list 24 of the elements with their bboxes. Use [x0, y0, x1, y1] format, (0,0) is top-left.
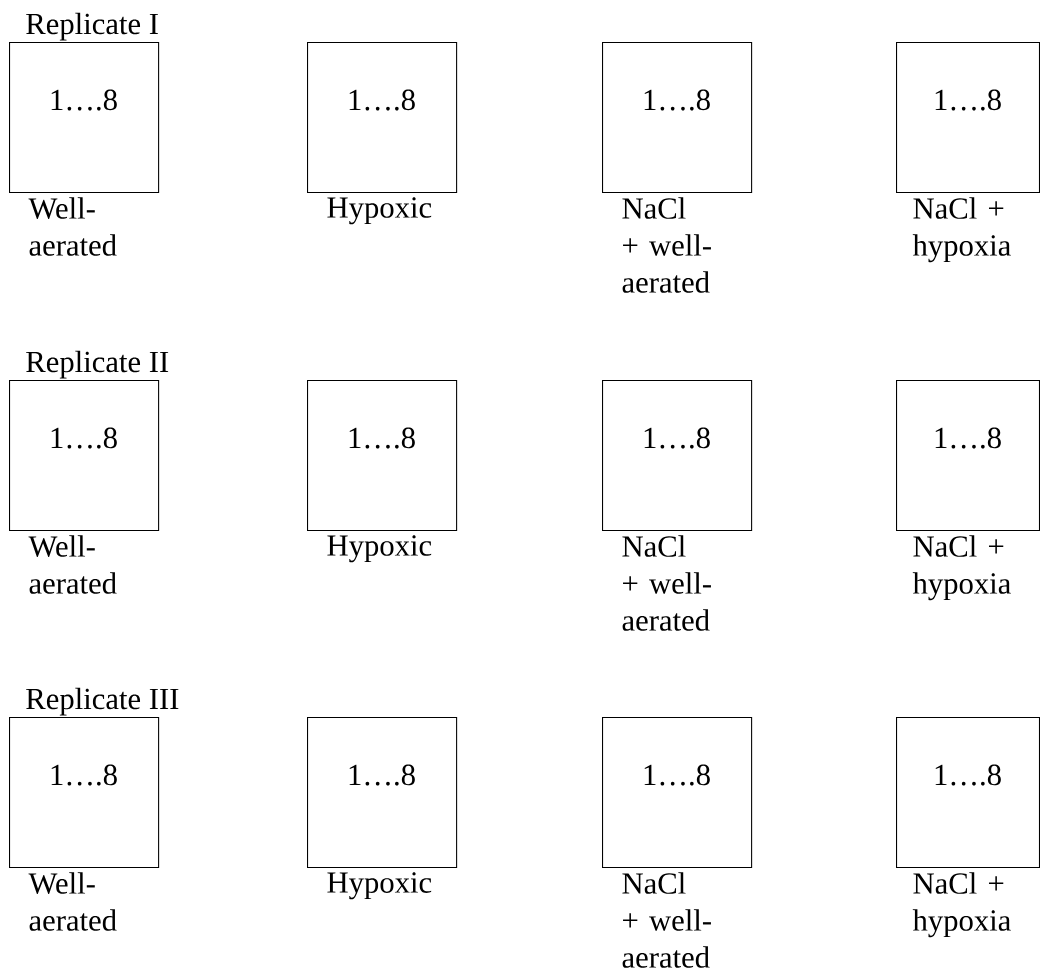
condition-caption: NaCl + hypoxia: [912, 535, 1011, 601]
sample-box: 1….8: [896, 717, 1040, 869]
sample-box: 1….8: [307, 717, 458, 869]
sample-box: 1….8: [896, 380, 1040, 532]
sample-box: 1….8: [9, 717, 160, 869]
condition-caption: NaCl + well-aerated: [622, 197, 711, 293]
condition-caption: Well-aerated: [28, 197, 117, 256]
condition-caption: NaCl + well-aerated: [622, 872, 711, 968]
condition-caption: Well-aerated: [28, 535, 117, 594]
condition-caption: Hypoxic: [327, 872, 432, 900]
sample-box: 1….8: [9, 42, 160, 194]
condition-caption: NaCl + well-aerated: [622, 535, 711, 631]
sample-box: 1….8: [896, 42, 1040, 194]
sample-box: 1….8: [602, 42, 753, 194]
sample-box: 1….8: [9, 380, 160, 532]
condition-caption: NaCl + hypoxia: [912, 197, 1011, 263]
condition-caption: Hypoxic: [327, 197, 432, 225]
sample-box: 1….8: [602, 717, 753, 869]
sample-box: 1….8: [307, 380, 458, 532]
condition-caption: Well-aerated: [28, 872, 117, 931]
sample-box: 1….8: [602, 380, 753, 532]
condition-caption: Hypoxic: [327, 535, 432, 563]
condition-caption: NaCl + hypoxia: [912, 872, 1011, 938]
sample-box: 1….8: [307, 42, 458, 194]
